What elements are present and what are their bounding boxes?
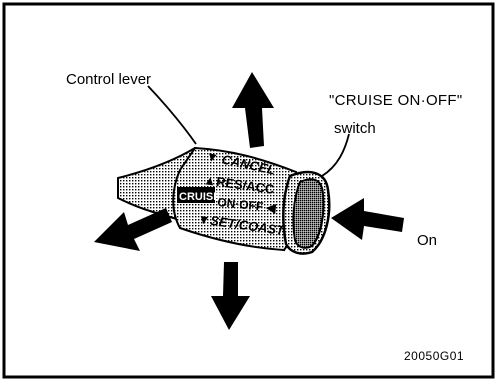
switch-leader-line (321, 133, 350, 177)
cruise-switch-name-label: "CRUISE ON·OFF" (329, 92, 463, 109)
control-lever-leader-line (147, 85, 197, 145)
control-lever-head[interactable] (172, 146, 301, 252)
up-arrow-icon (232, 72, 274, 148)
on-off-marking: ON·OFF ◀ (217, 195, 277, 215)
on-label: On (417, 232, 438, 249)
left-down-arrow-icon (94, 208, 172, 251)
cruise-marking: CRUISE (179, 191, 221, 203)
switch-label: switch (334, 120, 376, 137)
on-arrow-icon (331, 198, 404, 240)
figure-frame (2, 2, 495, 379)
cruise-switch-button[interactable] (292, 178, 325, 249)
figure-code: 20050G01 (404, 349, 465, 363)
control-lever-label: Control lever (66, 71, 152, 88)
down-arrow-icon (211, 262, 250, 330)
cruise-marking-plate (177, 187, 215, 203)
